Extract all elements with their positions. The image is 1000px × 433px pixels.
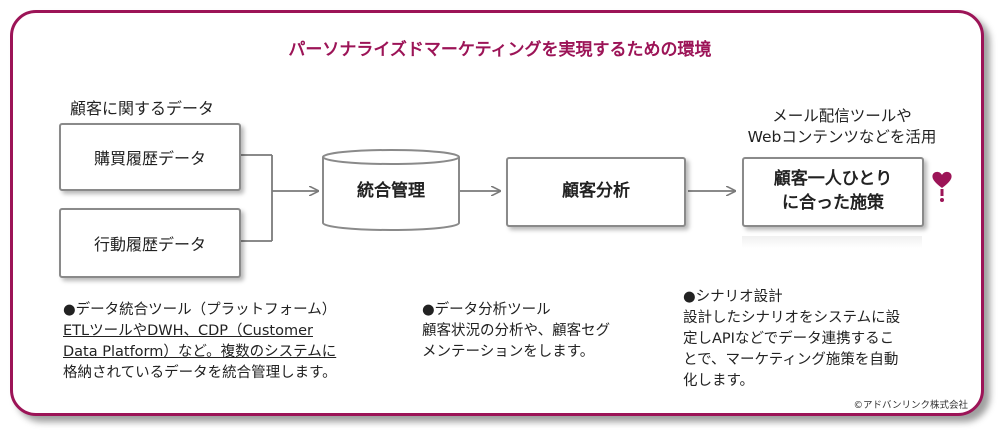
customer-data-label: 顧客に関するデータ xyxy=(70,99,215,118)
measure-box: 顧客一人ひとり に合った施策 xyxy=(742,157,924,227)
integration-note-line3: Data Platform）など。複数のシステムに xyxy=(63,344,337,361)
integration-label: 統合管理 xyxy=(357,181,425,201)
delivery-label-line2: Webコンテンツなどを活用 xyxy=(747,127,937,146)
purchase-history-box: 購買履歴データ xyxy=(59,123,241,191)
integration-note-line2: ETLツールやDWH、CDP（Customer xyxy=(63,323,313,340)
analysis-box: 顧客分析 xyxy=(506,157,686,227)
scenario-note-line3: 定しAPIなどでデータ連携するこ xyxy=(683,331,895,348)
integration-note: ●データ統合ツール（プラットフォーム） ETLツールやDWH、CDP（Custo… xyxy=(63,300,337,384)
analysis-label: 顧客分析 xyxy=(562,181,630,202)
behavior-history-box: 行動履歴データ xyxy=(59,208,241,278)
analysis-note: ●データ分析ツール 顧客状況の分析や、顧客セグ メンテーションをします。 xyxy=(422,300,610,363)
integration-note-heading: ●データ統合ツール（プラットフォーム） xyxy=(63,302,337,318)
page-title: パーソナライズドマーケティングを実現するための環境 xyxy=(288,40,712,60)
scenario-note: ●シナリオ設計 設計したシナリオをシステムに設 定しAPIなどでデータ連携するこ… xyxy=(683,287,900,392)
copyright: ©アドバンリンク株式会社 xyxy=(853,400,968,411)
measure-label-line1: 顧客一人ひとり xyxy=(773,169,893,190)
scenario-note-heading: ●シナリオ設計 xyxy=(683,289,783,305)
database-icon xyxy=(322,149,460,231)
heart-exclamation-icon xyxy=(932,171,952,202)
purchase-history-label: 購買履歴データ xyxy=(93,149,206,168)
integration-note-line4: 格納されているデータを統合管理します。 xyxy=(63,365,337,382)
analysis-note-line2: 顧客状況の分析や、顧客セグ xyxy=(422,323,611,340)
measure-label: 顧客一人ひとり に合った施策 xyxy=(774,168,893,216)
measure-box-reflection xyxy=(742,236,922,248)
analysis-note-heading: ●データ分析ツール xyxy=(422,302,551,318)
analysis-note-line3: メンテーションをします。 xyxy=(422,344,595,361)
measure-label-line2: に合った施策 xyxy=(782,193,884,213)
delivery-label: メール配信ツールや Webコンテンツなどを活用 xyxy=(732,106,952,148)
delivery-label-line1: メール配信ツールや xyxy=(772,107,912,125)
scenario-note-line2: 設計したシナリオをシステムに設 xyxy=(683,310,901,327)
scenario-note-line5: 化します。 xyxy=(683,373,755,390)
scenario-note-line4: とで、マーケティング施策を自動 xyxy=(683,352,899,369)
behavior-history-label: 行動履歴データ xyxy=(93,235,206,254)
